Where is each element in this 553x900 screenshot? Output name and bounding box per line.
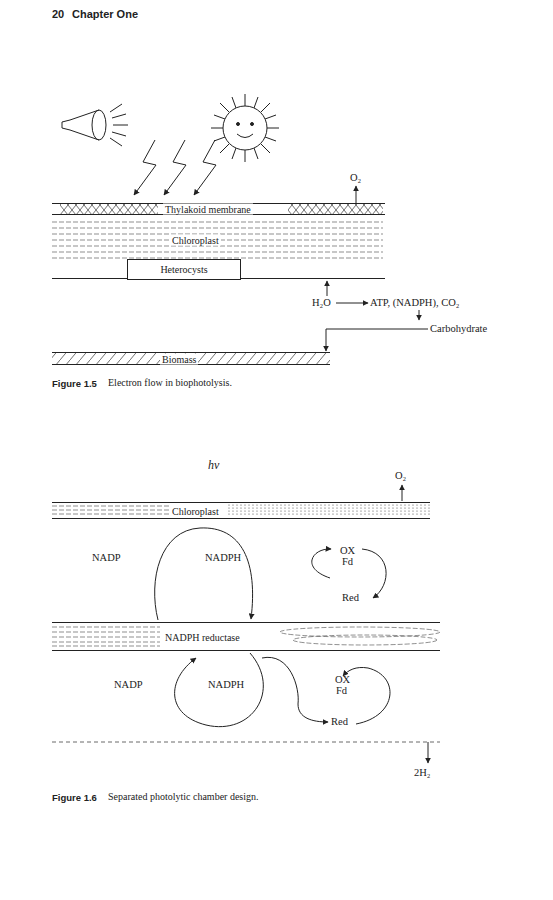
- node-text: Heterocysts: [158, 264, 209, 275]
- hydrogen-arrow: [428, 742, 429, 763]
- sun-icon: [211, 94, 279, 162]
- figure-caption: Separated photolytic chamber design.: [108, 791, 259, 803]
- cofactor-label: NADP: [92, 552, 121, 564]
- light-bolt: [164, 140, 186, 195]
- sun-eye: [251, 123, 254, 126]
- reductase-dashes: [52, 627, 440, 646]
- reaction-arrow: [419, 310, 420, 320]
- membrane-hatch: [288, 204, 383, 214]
- sun-disc: [223, 106, 267, 150]
- chloroplast-dashes: [52, 506, 170, 514]
- biomass-hatch: [52, 353, 330, 364]
- dashed-lines: [52, 627, 160, 646]
- carrier-label: Fd: [336, 685, 347, 697]
- chloroplast-dashes: [52, 222, 383, 258]
- product-label: 2H₂: [414, 767, 431, 779]
- nadp-cycle-arrow: [175, 653, 264, 727]
- node-text: Chloroplast: [170, 235, 221, 246]
- water-arrow: [327, 281, 328, 296]
- light-bolts: [134, 140, 216, 195]
- dashed-lines: [52, 222, 383, 258]
- chloroplast-band: Chloroplast: [52, 218, 385, 262]
- sun-eye: [237, 123, 240, 126]
- cofactor-label: NADPH: [208, 679, 244, 691]
- biomass-arrow: [326, 329, 428, 351]
- node-text: Biomass: [160, 353, 198, 364]
- product-label: Carbohydrate: [430, 323, 487, 335]
- nadp-cycle-arrow: [155, 528, 253, 620]
- figure-number: Figure 1.5: [52, 378, 97, 390]
- carrier-label: Fd: [342, 556, 353, 568]
- sun-smile: [237, 134, 253, 138]
- dashed-lines: [52, 506, 170, 514]
- heterocyst-box: Heterocysts: [127, 259, 241, 280]
- node-text: Chloroplast: [170, 505, 221, 516]
- biomass-band: Biomass: [52, 352, 330, 365]
- node-text: Thylakoid membrane: [163, 204, 253, 215]
- reaction-arrow: [336, 303, 368, 304]
- light-symbol: hν: [208, 459, 219, 471]
- lamp-icon: [62, 104, 128, 146]
- light-bolt: [194, 140, 216, 195]
- reactant-label: H₂O: [312, 297, 331, 309]
- fd-cycle-arrow: [312, 549, 331, 578]
- dashed-ellipse: [293, 635, 437, 645]
- state-label: Red: [331, 716, 348, 728]
- dotted-fill: [228, 504, 430, 516]
- membrane-band: Thylakoid membrane: [52, 203, 385, 215]
- page-number: 20: [52, 8, 64, 20]
- cofactor-label: NADPH: [205, 552, 241, 564]
- chamber-divider: [52, 742, 440, 743]
- dashed-ellipse: [280, 627, 440, 637]
- state-label: OX: [340, 545, 355, 557]
- product-label: O₂: [350, 172, 361, 184]
- product-label: ATP, (NADPH), CO₂: [370, 297, 459, 309]
- cofactor-label: NADP: [114, 679, 143, 691]
- lamp-body: [62, 110, 99, 140]
- oxygen-arrow: [402, 485, 403, 501]
- figure-caption: Electron flow in biophotolysis.: [108, 377, 232, 389]
- lamp-lens: [92, 110, 106, 140]
- reductase-band: NADPH reductase: [52, 622, 440, 651]
- running-head: Chapter One: [72, 8, 138, 20]
- product-label: O₂: [395, 470, 406, 482]
- sun-rays: [211, 94, 279, 162]
- oxygen-arrow: [356, 186, 357, 203]
- fd-cycle-arrow: [362, 549, 386, 598]
- fd-cycle-arrow: [262, 657, 328, 722]
- membrane-hatch: [60, 204, 158, 214]
- light-bolt: [134, 140, 156, 195]
- state-label: OX: [335, 674, 350, 686]
- chloroplast-band: Chloroplast: [52, 502, 430, 519]
- figure-number: Figure 1.6: [52, 792, 97, 804]
- node-text: NADPH reductase: [163, 631, 242, 642]
- lamp-rays: [110, 104, 128, 146]
- state-label: Red: [342, 592, 359, 604]
